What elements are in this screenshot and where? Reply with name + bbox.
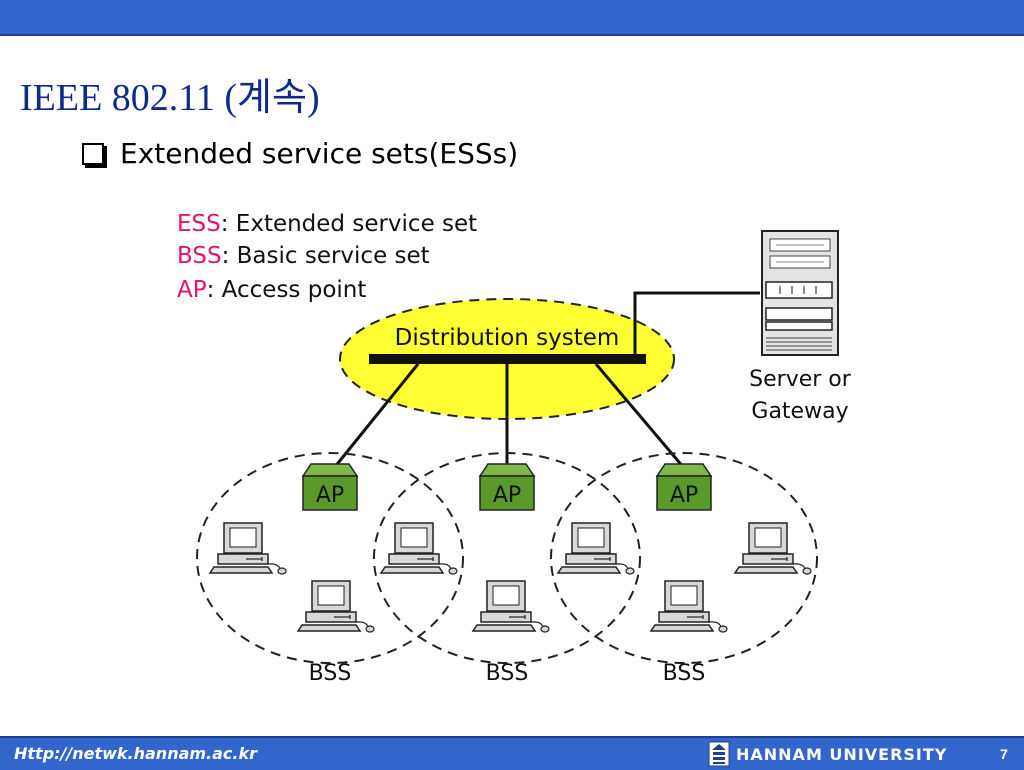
ap-label: AP: [670, 483, 698, 508]
legend-ap: AP: Access point: [177, 277, 366, 303]
checkbox-bullet-icon: [82, 142, 104, 165]
page-number: 7: [1000, 746, 1008, 762]
computer-icon: [472, 580, 550, 633]
computer-icon: [380, 522, 458, 575]
legend-bss-abbr: BSS: [177, 243, 222, 269]
legend-ap-text: : Access point: [207, 277, 367, 303]
computer-icon: [209, 522, 287, 575]
server-link-line: [633, 291, 760, 354]
bullet-item: Extended service sets(ESSs): [82, 137, 518, 170]
university-name: HANNAM UNIVERSITY: [736, 744, 948, 764]
legend-ess: ESS: Extended service set: [177, 211, 477, 237]
computer-icon: [557, 522, 635, 575]
legend-ess-abbr: ESS: [177, 211, 221, 237]
distribution-system-label: Distribution system: [395, 325, 620, 351]
bss-circle: [373, 452, 641, 664]
footer-bar: Http://netwk.hannam.ac.kr HANNAM UNIVERS…: [0, 736, 1024, 770]
ap-link-line: [594, 363, 686, 469]
server-label-line2: Gateway: [751, 399, 848, 424]
bss-label: BSS: [309, 661, 352, 686]
legend-bss-text: : Basic service set: [222, 243, 430, 269]
access-point-icon: AP: [478, 463, 536, 511]
distribution-backbone: [369, 354, 646, 364]
access-point-icon: AP: [301, 463, 359, 511]
legend-bss: BSS: Basic service set: [177, 243, 430, 269]
legend-ess-text: : Extended service set: [221, 211, 477, 237]
access-point-icon: AP: [655, 463, 713, 511]
computer-icon: [650, 580, 728, 633]
ap-link-line: [332, 363, 420, 469]
ap-label: AP: [316, 483, 344, 508]
bss-label: BSS: [663, 661, 706, 686]
ap-label: AP: [493, 483, 521, 508]
bss-circle: [196, 452, 464, 664]
server-icon: [761, 230, 839, 356]
legend-ap-abbr: AP: [177, 277, 207, 303]
bullet-text: Extended service sets(ESSs): [120, 137, 519, 170]
computer-icon: [734, 522, 812, 575]
slide-title: IEEE 802.11 (계속): [20, 77, 320, 119]
server-label-line1: Server or: [749, 367, 852, 392]
ess-diagram: ESS: Extended service set BSS: Basic ser…: [177, 211, 852, 686]
university-logo-icon: [708, 741, 730, 767]
computer-icon: [297, 580, 375, 633]
footer-url-link[interactable]: Http://netwk.hannam.ac.kr: [14, 744, 258, 763]
university-brand: HANNAM UNIVERSITY: [708, 741, 947, 767]
bss-label: BSS: [486, 661, 529, 686]
top-bar: [0, 0, 1024, 36]
bss-circle: [550, 452, 818, 664]
